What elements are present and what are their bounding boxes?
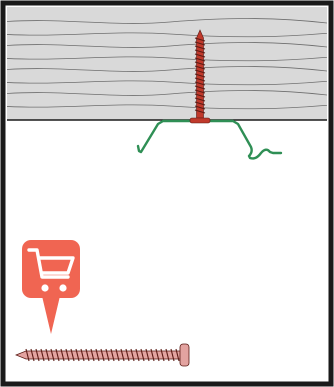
shop-badge[interactable] bbox=[22, 240, 80, 334]
wood-grain-line bbox=[7, 32, 327, 38]
loose-screw bbox=[15, 343, 190, 367]
loose-screw-head bbox=[179, 343, 190, 367]
wood-grain-line bbox=[7, 18, 327, 24]
shopping-cart-icon[interactable] bbox=[27, 248, 75, 292]
wood-grain-line bbox=[7, 80, 327, 86]
wood-grain-line bbox=[7, 66, 327, 72]
wood-grain-line bbox=[7, 56, 327, 62]
loose-screw-thread bbox=[25, 348, 180, 362]
wood-grain-line bbox=[7, 104, 327, 110]
installed-screw-head bbox=[189, 117, 211, 124]
wood-grain-line bbox=[7, 90, 327, 96]
wood-board bbox=[7, 7, 327, 120]
installed-screw bbox=[189, 29, 211, 124]
hidden-deck-clip bbox=[136, 119, 283, 160]
installed-screw-thread bbox=[194, 37, 206, 114]
shop-badge-pointer bbox=[42, 296, 60, 334]
wood-grain-line bbox=[7, 42, 327, 48]
wood-grain-lines bbox=[7, 18, 327, 110]
